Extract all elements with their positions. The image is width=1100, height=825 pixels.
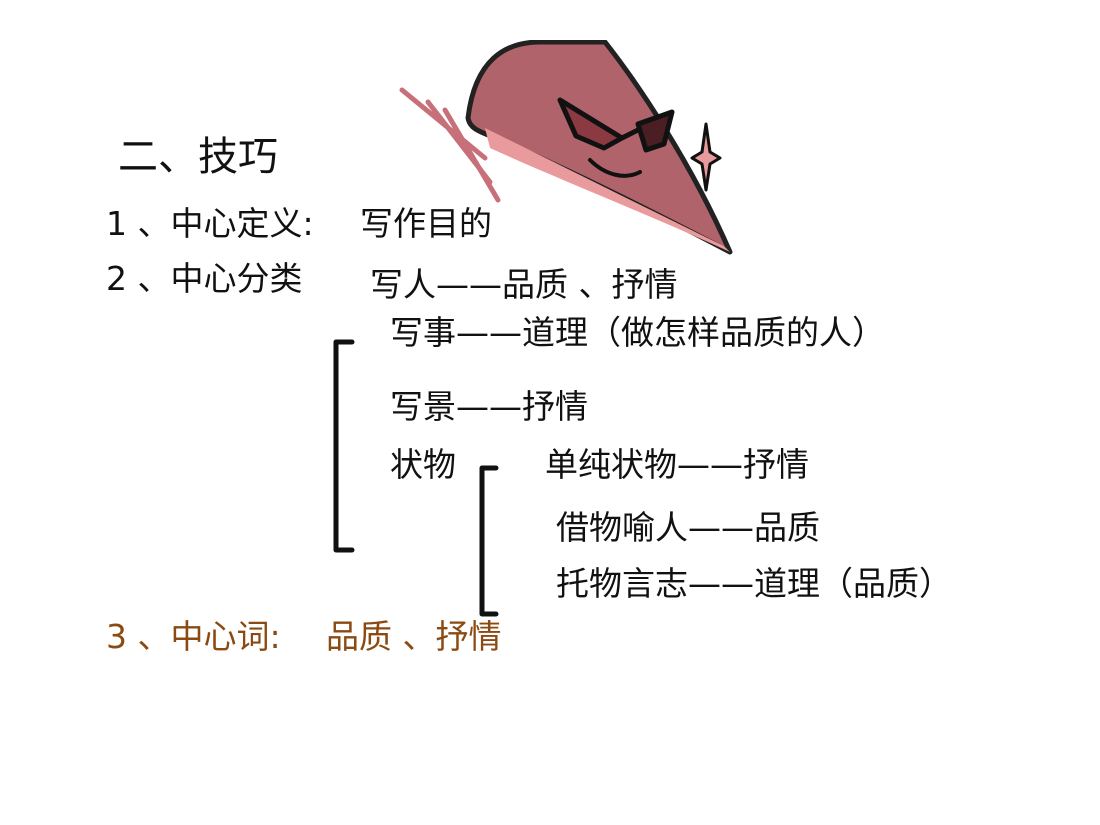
item1-value: 写作目的 — [360, 204, 492, 243]
category-people: 写人——品质 、抒情 — [370, 265, 678, 304]
object-type-metaphor: 借物喻人——品质 — [556, 508, 820, 547]
item2-label: 2 、中心分类 — [106, 259, 303, 298]
slide-title: 二、技巧 — [118, 134, 278, 180]
object-type-pure: 单纯状物——抒情 — [545, 445, 809, 484]
cartoon-mascot-icon — [399, 40, 733, 255]
item3-label: 3 、中心词: — [106, 617, 281, 656]
category-events: 写事——道理（做怎样品质的人） — [390, 313, 885, 352]
sub-bracket-icon — [479, 465, 499, 617]
item3-value: 品质 、抒情 — [326, 617, 502, 656]
object-type-aspiration: 托物言志——道理（品质） — [556, 564, 952, 603]
category-scenery: 写景——抒情 — [390, 387, 588, 426]
category-objects: 状物 — [390, 445, 456, 484]
main-bracket-icon — [333, 339, 355, 553]
item1-label: 1 、中心定义: — [106, 204, 314, 243]
